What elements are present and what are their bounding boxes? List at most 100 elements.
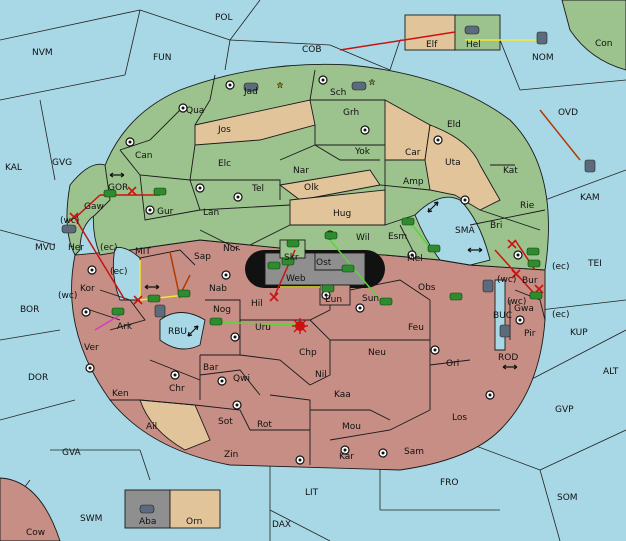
svg-text:Amp: Amp <box>403 177 424 187</box>
order-arrows <box>74 31 581 331</box>
svg-text:Nab: Nab <box>209 284 227 294</box>
svg-text:Ost: Ost <box>316 258 332 268</box>
gray-fleets <box>61 25 596 514</box>
svg-text:FUN: FUN <box>153 53 172 63</box>
svg-text:Tel: Tel <box>251 184 264 194</box>
land-labels: Elf Hel Jad Sch Qua Jos Grh Can Eld Yok … <box>68 40 538 527</box>
svg-text:Can: Can <box>135 151 153 161</box>
svg-text:Ken: Ken <box>112 389 129 399</box>
svg-text:(wc): (wc) <box>60 216 79 226</box>
svg-text:ROD: ROD <box>498 353 518 363</box>
land-uta <box>424 124 501 211</box>
svg-text:Eld: Eld <box>447 120 461 130</box>
svg-text:BOR: BOR <box>20 305 39 315</box>
svg-text:Mou: Mou <box>342 422 361 432</box>
svg-text:Ark: Ark <box>117 322 133 332</box>
svg-text:LIT: LIT <box>305 488 319 498</box>
svg-text:Cow: Cow <box>26 528 45 538</box>
svg-text:Web: Web <box>286 274 306 284</box>
svg-text:KAM: KAM <box>580 193 600 203</box>
svg-text:GVA: GVA <box>62 448 82 458</box>
province-borders-north <box>119 69 546 266</box>
svg-text:COB: COB <box>302 45 322 55</box>
svg-text:Sot: Sot <box>218 417 233 427</box>
svg-text:BUC: BUC <box>493 311 512 321</box>
svg-text:Kor: Kor <box>80 284 95 294</box>
svg-text:RBU: RBU <box>168 327 187 337</box>
svg-text:Uru: Uru <box>255 323 271 333</box>
svg-text:Jos: Jos <box>217 125 231 135</box>
coast-tags: (wc) (ec) (wc) (ec) (wc) (ec) (wc) (ec) <box>58 216 570 320</box>
svg-text:Yok: Yok <box>354 147 371 157</box>
svg-text:Kaa: Kaa <box>334 390 351 400</box>
svg-text:Car: Car <box>405 148 421 158</box>
svg-text:Rot: Rot <box>257 420 272 430</box>
svg-text:Esm: Esm <box>388 232 407 242</box>
svg-text:FRO: FRO <box>440 478 459 488</box>
svg-text:Gur: Gur <box>157 207 174 217</box>
svg-text:NOM: NOM <box>532 53 554 63</box>
svg-text:Nar: Nar <box>293 166 309 176</box>
svg-text:GVG: GVG <box>52 158 72 168</box>
svg-text:MIT: MIT <box>135 247 151 257</box>
svg-text:Los: Los <box>452 413 467 423</box>
svg-text:Skr: Skr <box>284 253 299 263</box>
svg-text:KAL: KAL <box>5 163 22 173</box>
svg-text:Obs: Obs <box>418 283 436 293</box>
svg-text:Gaw: Gaw <box>84 202 104 212</box>
svg-text:SOM: SOM <box>557 493 578 503</box>
svg-text:Olk: Olk <box>304 183 320 193</box>
svg-text:Hil: Hil <box>251 299 263 309</box>
svg-text:Nog: Nog <box>213 305 231 315</box>
svg-text:NVM: NVM <box>32 48 53 58</box>
svg-text:Nor: Nor <box>223 244 239 254</box>
svg-text:Elc: Elc <box>218 159 231 169</box>
svg-text:(ec): (ec) <box>552 262 570 272</box>
strait-markers <box>109 172 518 370</box>
land-jos <box>194 99 316 146</box>
svg-text:Kar: Kar <box>339 452 354 462</box>
svg-text:(wc): (wc) <box>507 297 526 307</box>
sea-rbu <box>159 312 206 350</box>
svg-text:Orl: Orl <box>446 359 459 369</box>
svg-text:Rie: Rie <box>520 201 535 211</box>
svg-text:Zin: Zin <box>224 450 238 460</box>
svg-text:Elf: Elf <box>426 40 438 50</box>
svg-text:Sam: Sam <box>404 447 424 457</box>
svg-text:(wc): (wc) <box>497 275 516 285</box>
svg-text:Hug: Hug <box>333 209 351 219</box>
svg-text:Pir: Pir <box>524 329 536 339</box>
green-armies <box>103 187 543 326</box>
land-ail <box>139 399 211 451</box>
svg-text:Kat: Kat <box>503 166 518 176</box>
svg-text:Eun: Eun <box>325 295 342 305</box>
svg-text:Chr: Chr <box>169 384 185 394</box>
svg-text:Qwi: Qwi <box>233 374 250 384</box>
svg-text:MVU: MVU <box>35 243 56 253</box>
land-orn <box>169 489 221 529</box>
svg-text:Feu: Feu <box>408 323 424 333</box>
sea-labels: POL NVM FUN COB NOM Con OVD KAL GVG KAM … <box>5 13 619 538</box>
svg-text:DOR: DOR <box>28 373 48 383</box>
svg-text:(ec): (ec) <box>100 243 118 253</box>
svg-text:Wil: Wil <box>356 233 370 243</box>
svg-text:Nil: Nil <box>315 370 327 380</box>
svg-text:Bri: Bri <box>490 221 502 231</box>
svg-text:Lan: Lan <box>203 208 219 218</box>
province-borders-south <box>89 279 546 465</box>
svg-text:(ec): (ec) <box>552 310 570 320</box>
svg-text:Sun: Sun <box>362 294 379 304</box>
svg-text:Sap: Sap <box>194 252 211 262</box>
svg-text:GVP: GVP <box>555 405 574 415</box>
svg-text:Uta: Uta <box>445 158 461 168</box>
svg-text:Qua: Qua <box>186 106 204 116</box>
svg-text:TEI: TEI <box>587 259 602 269</box>
svg-text:ALT: ALT <box>603 367 619 377</box>
svg-text:Jad: Jad <box>243 87 258 97</box>
svg-text:OVD: OVD <box>558 108 578 118</box>
svg-text:SMA: SMA <box>455 226 475 236</box>
star-icon <box>276 78 376 89</box>
svg-text:SWM: SWM <box>80 514 102 524</box>
svg-text:Her: Her <box>68 243 84 253</box>
